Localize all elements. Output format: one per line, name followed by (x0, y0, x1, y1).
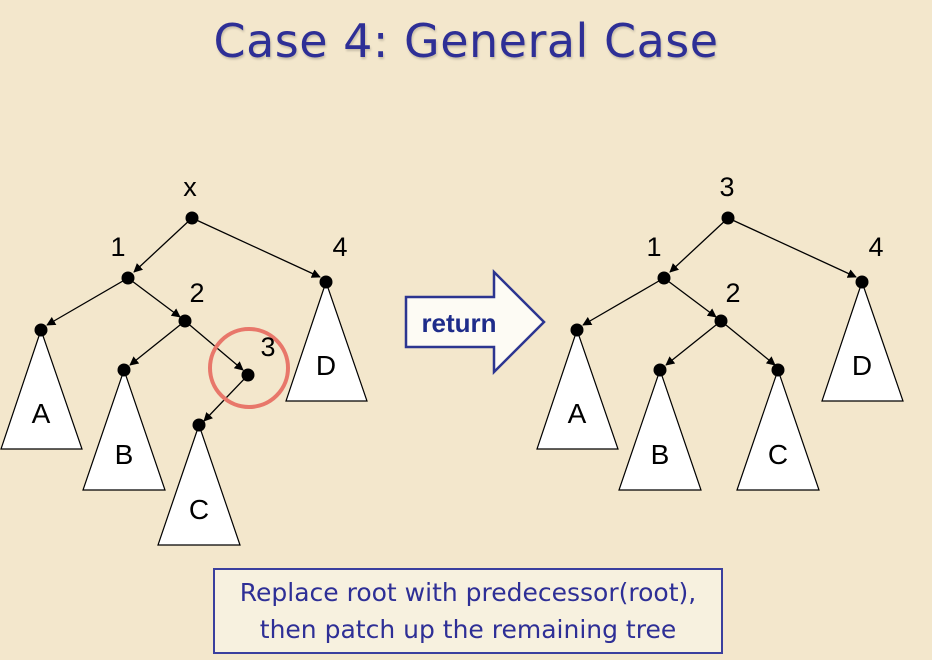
right-node-label-2: 2 (725, 278, 740, 308)
return-label: return (421, 308, 496, 338)
right-subtree-d-label: D (852, 350, 872, 381)
right-node-c (771, 363, 785, 377)
right-subtree-b-triangle (618, 368, 702, 491)
return-arrow: return (404, 268, 546, 376)
left-subtree-c-label: C (189, 494, 209, 525)
right-node-label-4: 4 (868, 232, 883, 262)
subtree-a-triangle (0, 328, 83, 450)
node-3 (241, 368, 255, 382)
right-subtree-a-triangle (536, 328, 619, 450)
subtree-b-triangle (82, 368, 166, 491)
page-title: Case 4: General Case (213, 14, 719, 68)
right-node-2 (714, 314, 728, 328)
right-subtree-a-label: A (568, 398, 587, 429)
right-root-label: 3 (719, 172, 734, 202)
node-2 (178, 314, 192, 328)
node-x (185, 211, 199, 225)
left-node-label-3: 3 (260, 332, 275, 362)
left-subtree-d-label: D (316, 350, 336, 381)
right-node-b (653, 363, 667, 377)
subtree-d-triangle (285, 280, 368, 402)
node-c (192, 418, 206, 432)
left-tree: x 1 2 3 4 A B C D (0, 172, 368, 546)
right-node-3 (721, 211, 735, 225)
right-subtree-c-label: C (768, 439, 788, 470)
edge-1-2-right (663, 277, 717, 318)
predecessor-highlight-circle (208, 327, 290, 409)
edge-2-b (129, 320, 186, 366)
right-node-4 (855, 275, 869, 289)
edge-1-a (46, 277, 129, 326)
edge-3-4-right (727, 217, 857, 278)
node-1 (121, 271, 135, 285)
left-subtree-a-label: A (32, 398, 51, 429)
edge-1-a-right (582, 277, 665, 326)
edge-1-2 (127, 277, 181, 318)
node-b (117, 363, 131, 377)
right-subtree-b-label: B (651, 439, 670, 470)
edge-2-b-right (665, 320, 722, 366)
edge-2-3 (184, 320, 244, 371)
left-node-label-4: 4 (332, 232, 347, 262)
left-node-label-1: 1 (110, 232, 125, 262)
right-tree: 3 1 2 4 A B C D (536, 172, 904, 491)
left-subtree-b-label: B (115, 439, 134, 470)
right-node-1 (657, 271, 671, 285)
caption-box: Replace root with predecessor(root), the… (213, 568, 723, 654)
node-4 (319, 275, 333, 289)
left-node-label-2: 2 (189, 278, 204, 308)
caption-line-1: Replace root with predecessor(root), (239, 577, 697, 607)
edge-2-c-right (720, 320, 776, 366)
caption-line-2: then patch up the remaining tree (259, 615, 677, 644)
subtree-c-triangle (157, 423, 241, 546)
edge-3-1-right (669, 217, 729, 273)
right-subtree-c-triangle (736, 368, 820, 491)
right-node-label-1: 1 (646, 232, 661, 262)
return-arrow-shape (404, 268, 546, 376)
node-a (34, 323, 48, 337)
right-subtree-d-triangle (821, 280, 904, 402)
left-root-label: x (183, 172, 197, 202)
edge-x-1 (133, 217, 193, 273)
edge-x-4 (191, 217, 321, 278)
right-node-a (570, 323, 584, 337)
